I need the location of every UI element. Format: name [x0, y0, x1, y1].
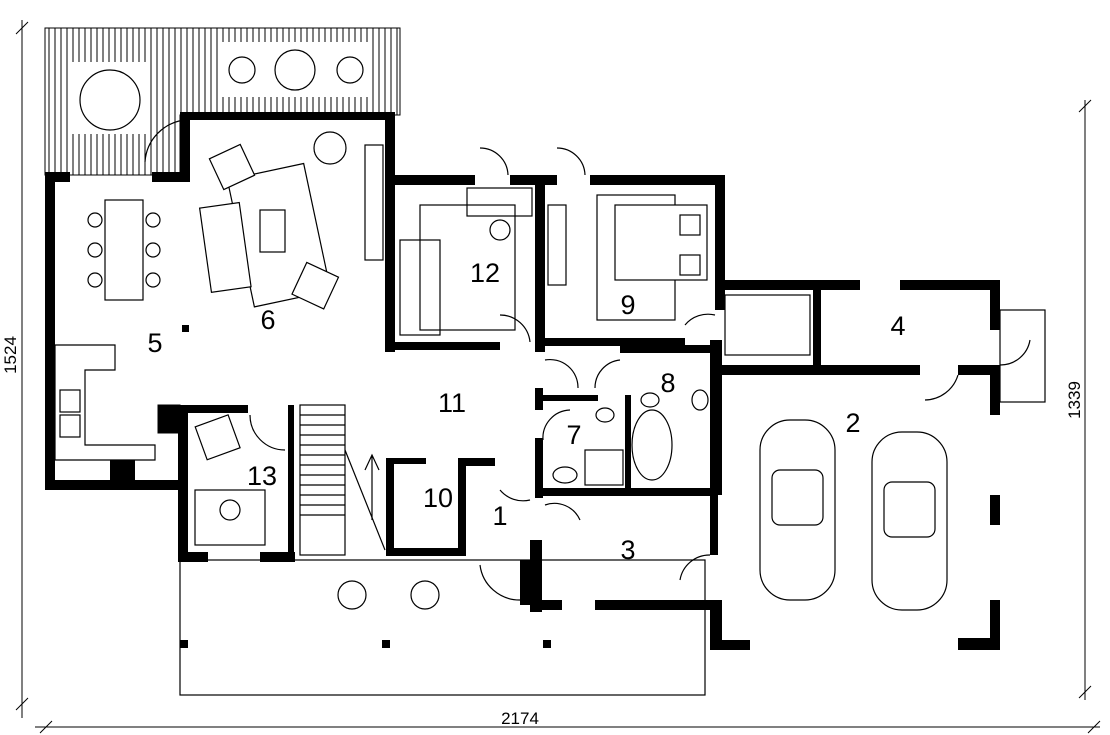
room-number-2: 2 [845, 408, 860, 438]
room-number-8: 8 [660, 368, 675, 398]
porch-chair [337, 580, 367, 610]
bed [547, 194, 708, 321]
car [871, 431, 948, 611]
room-number-4: 4 [890, 311, 905, 341]
terrace-small-table [274, 49, 316, 91]
room-number-13: 13 [247, 461, 277, 491]
sink [59, 389, 81, 413]
office-furniture [399, 187, 533, 336]
room-number-3: 3 [620, 535, 635, 565]
side-steps [999, 309, 1046, 403]
room-number-6: 6 [260, 305, 275, 335]
washbasin [552, 466, 578, 484]
living-furniture [182, 131, 384, 332]
washbasin [691, 389, 709, 411]
terrace-round-table [79, 69, 141, 131]
dimension-bottom: 2174 [35, 709, 1101, 734]
room-number-11: 11 [438, 388, 466, 418]
dimension-right: 1339 [1065, 99, 1092, 700]
staircase [299, 404, 386, 556]
bathtub [631, 409, 673, 481]
dining-table [87, 199, 161, 301]
room-number-12: 12 [470, 258, 500, 288]
shower [584, 449, 624, 486]
porch-columns [180, 640, 551, 648]
study-furniture [194, 414, 266, 546]
room-number-10: 10 [423, 483, 453, 513]
room-number-1: 1 [492, 501, 507, 531]
cooktop [59, 414, 81, 438]
dimension-right-label: 1339 [1065, 381, 1084, 419]
doors [144, 119, 1031, 601]
terrace [44, 27, 401, 176]
porch-chair [410, 580, 440, 610]
terrace-chair [228, 56, 256, 84]
room-number-7: 7 [566, 420, 581, 450]
toilet [595, 407, 615, 423]
dimension-left-label: 1524 [1, 336, 20, 374]
dimension-bottom-label: 2174 [501, 709, 539, 728]
bathroom-fixtures [552, 389, 709, 486]
toilet [640, 392, 660, 408]
wardrobe [724, 294, 811, 356]
dimension-left: 1524 [1, 20, 29, 718]
tv-cabinet [364, 144, 384, 261]
room-number-9: 9 [620, 290, 635, 320]
walls [45, 112, 1000, 650]
room-number-5: 5 [147, 328, 162, 358]
plant [313, 131, 347, 165]
kitchen-counter [54, 344, 156, 461]
car [759, 419, 836, 601]
porch [179, 559, 706, 696]
terrace-chair [336, 56, 364, 84]
